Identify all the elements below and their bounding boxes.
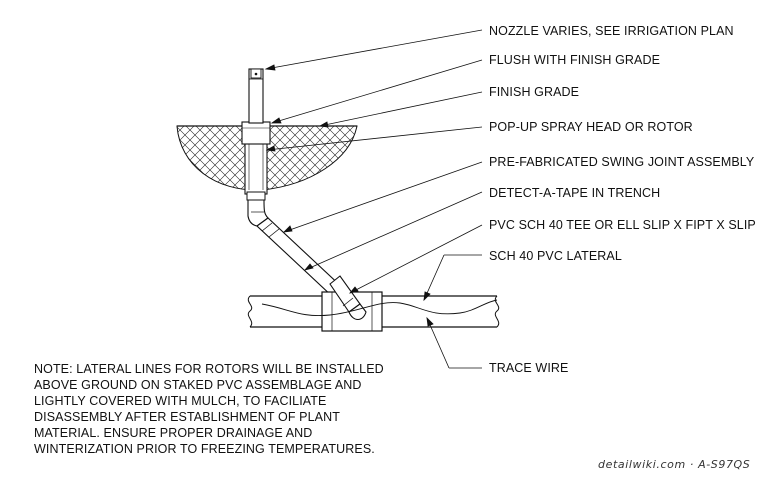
note-line: MATERIAL. ENSURE PROPER DRAINAGE AND — [34, 426, 313, 440]
note-line: NOTE: LATERAL LINES FOR ROTORS WILL BE I… — [34, 362, 384, 376]
callout-flush-grade: FLUSH WITH FINISH GRADE — [489, 53, 661, 67]
pipe-break-right — [494, 295, 500, 328]
installation-note: NOTE: LATERAL LINES FOR ROTORS WILL BE I… — [34, 361, 394, 457]
callout-finish-grade: FINISH GRADE — [489, 85, 580, 99]
callout-nozzle: NOZZLE VARIES, SEE IRRIGATION PLAN — [489, 24, 734, 38]
callout-detect-tape: DETECT-A-TAPE IN TRENCH — [489, 186, 661, 200]
note-line: LIGHTLY COVERED WITH MULCH, TO FACILIATE — [34, 394, 327, 408]
pipe-break-left — [247, 295, 253, 328]
note-line: WINTERIZATION PRIOR TO FREEZING TEMPERAT… — [34, 442, 375, 456]
spray-head-cap — [241, 121, 271, 145]
watermark: detailwiki.com · A-S97QS — [598, 458, 751, 471]
leader-lines — [264, 29, 483, 369]
callout-trace-wire: TRACE WIRE — [489, 361, 569, 375]
callout-pvc-tee: PVC SCH 40 TEE OR ELL SLIP X FIPT X SLIP — [489, 218, 756, 232]
callout-lateral: SCH 40 PVC LATERAL — [489, 249, 622, 263]
trace-wire — [261, 299, 498, 317]
callout-spray-head: POP-UP SPRAY HEAD OR ROTOR — [489, 120, 693, 134]
note-line: DISASSEMBLY AFTER ESTABLISHMENT OF PLANT — [34, 410, 340, 424]
note-line: ABOVE GROUND ON STAKED PVC ASSEMBLAGE AN… — [34, 378, 362, 392]
callout-swing-joint: PRE-FABRICATED SWING JOINT ASSEMBLY — [489, 155, 755, 169]
